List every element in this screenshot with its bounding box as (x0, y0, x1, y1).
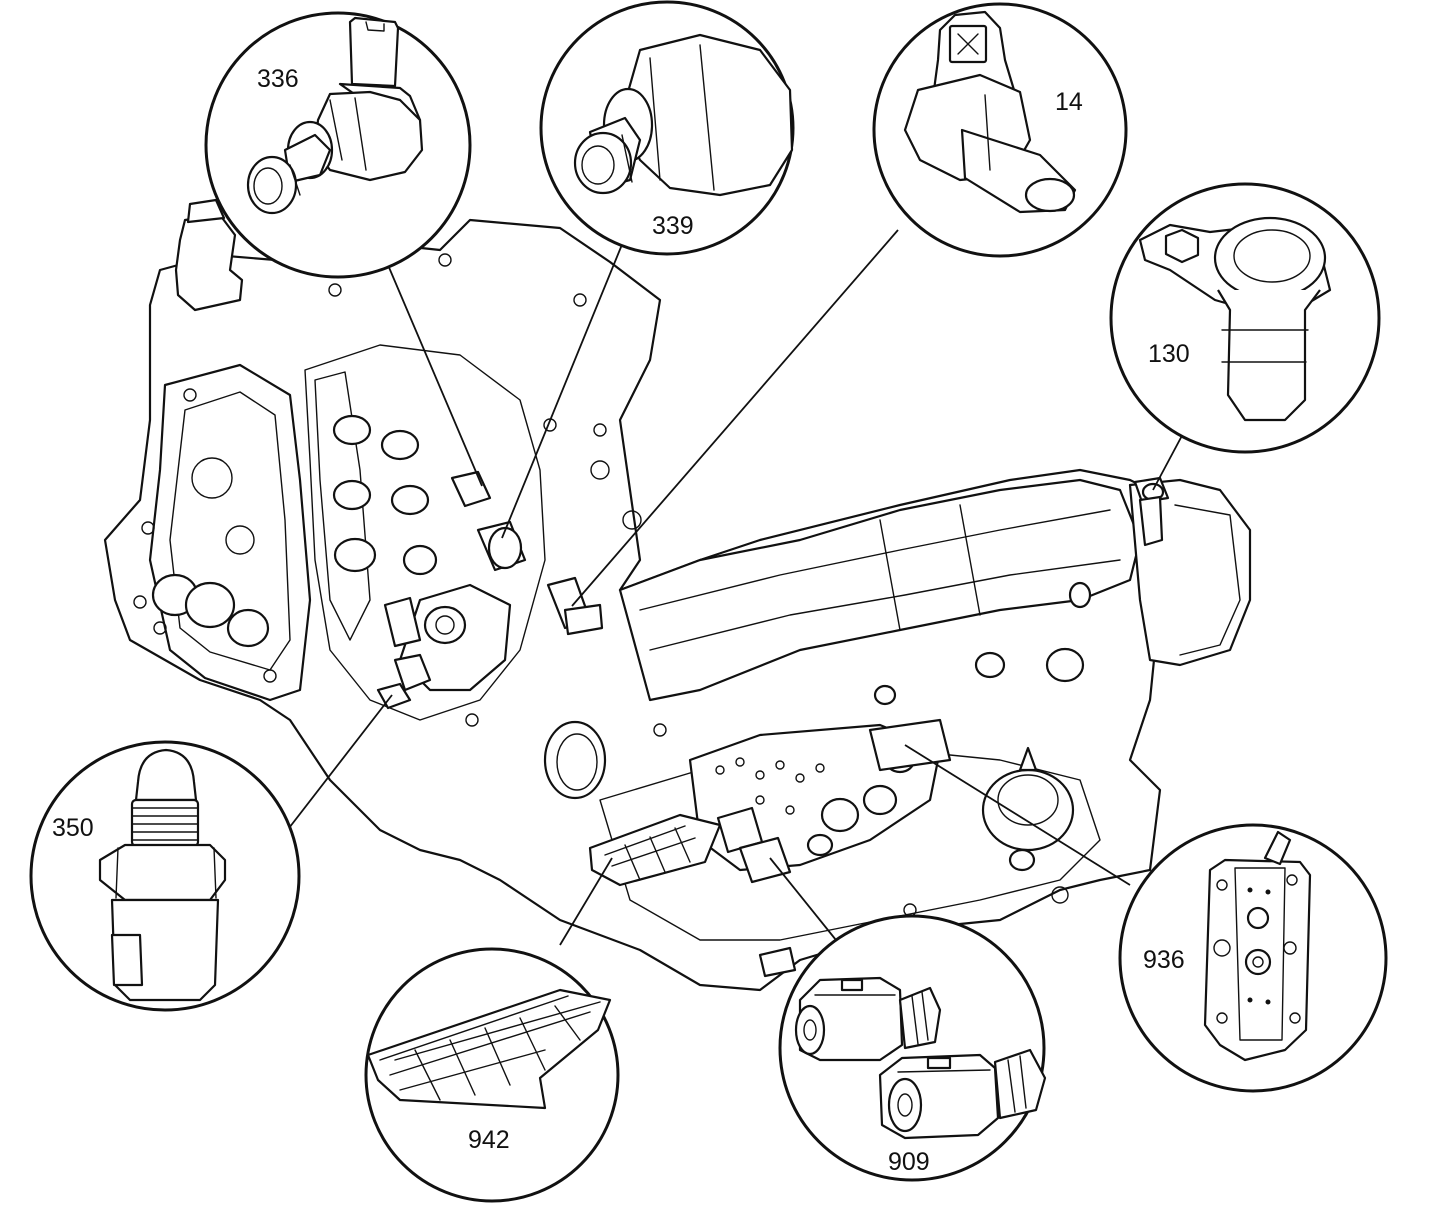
callout-label-942: 942 (468, 1126, 510, 1154)
speed-sensor-14-illustration (903, 10, 1077, 214)
leader-lines (271, 224, 1186, 946)
tfp-switch-936-illustration (1203, 830, 1312, 1062)
callout-350: 350 (29, 740, 301, 1012)
callout-336: 336 (204, 11, 472, 279)
callout-942: 942 (364, 947, 620, 1203)
callout-label-336: 336 (257, 65, 299, 93)
callout-label-936: 936 (1143, 946, 1185, 974)
transmission-assembly (103, 198, 1252, 992)
callout-label-339: 339 (652, 212, 694, 240)
callout-label-130: 130 (1148, 340, 1190, 368)
output-speed-sensor-130-illustration (1138, 216, 1332, 422)
callout-14: 14 (872, 2, 1128, 258)
pressure-switch-350-illustration (98, 748, 227, 1002)
callout-label-14: 14 (1055, 88, 1083, 116)
shift-solenoids-909-illustration (794, 976, 1047, 1140)
callout-130: 130 (1109, 182, 1381, 454)
callout-339: 339 (539, 0, 795, 256)
callout-label-350: 350 (52, 814, 94, 842)
solenoid-336-illustration (246, 16, 424, 215)
callout-936: 936 (1118, 823, 1388, 1093)
filter-942-illustration (366, 988, 612, 1110)
callout-909: 909 (778, 914, 1047, 1182)
solenoid-339-illustration (573, 33, 794, 197)
callout-label-909: 909 (888, 1148, 930, 1176)
